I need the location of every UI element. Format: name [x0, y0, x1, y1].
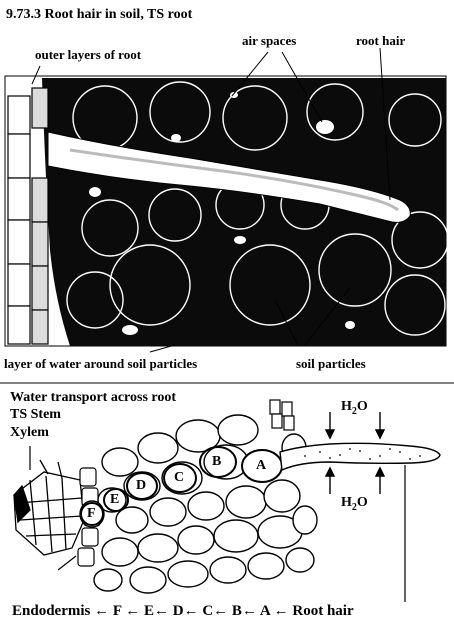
- pathway-a: A: [259, 603, 270, 619]
- pathway-row: Endodermis ← F ← E← D← C← B← A ← Root ha…: [12, 604, 354, 619]
- pathway-f: F: [112, 603, 122, 619]
- root-hair-micrograph: [47, 131, 411, 223]
- label-h2o-bottom: H2O: [341, 495, 368, 513]
- label-soil-particles: soil particles: [296, 356, 366, 371]
- label-xylem: Xylem: [10, 425, 49, 440]
- cell-letter-b: B: [212, 454, 222, 469]
- label-air-spaces: air spaces: [242, 33, 297, 48]
- cell-f: [80, 502, 104, 526]
- cell-letter-d: D: [136, 478, 147, 493]
- figure-title: 9.73.3 Root hair in soil, TS root: [6, 7, 193, 22]
- label-water-layer: layer of water around soil particles: [4, 356, 198, 371]
- cell-letter-f: F: [87, 506, 96, 521]
- cortex-cells: [79, 414, 318, 594]
- root-hair-stipple: [304, 448, 421, 460]
- label-root-hair-top: root hair: [356, 33, 406, 48]
- arrow-glyph: ←: [125, 603, 141, 619]
- arrow-glyph: ←: [153, 603, 169, 619]
- cell-letter-a: A: [256, 458, 267, 473]
- arrow-glyph: ←: [273, 603, 289, 619]
- label-outer-layers: outer layers of root: [35, 47, 142, 62]
- label-h2o-top: H2O: [341, 399, 368, 417]
- cell-d: [126, 472, 158, 500]
- cell-letter-c: C: [174, 470, 185, 485]
- soil-micrograph: [4, 75, 449, 347]
- cell-c: [163, 463, 197, 493]
- arrow-glyph: ←: [94, 603, 110, 619]
- pathway-root-hair: Root hair: [292, 603, 354, 619]
- outer-root-layers: [7, 87, 49, 345]
- root-hair-cell: [279, 442, 441, 472]
- pathway-d: D: [172, 603, 184, 619]
- water-arrows: [324, 412, 386, 494]
- root-cross-section: [13, 399, 441, 594]
- arrow-glyph: ←: [213, 603, 229, 619]
- pathway-c: C: [202, 603, 214, 619]
- pathway-b: B: [231, 603, 242, 619]
- pathway-cells: [80, 446, 283, 526]
- epidermis-strip: [269, 399, 295, 431]
- air-spaces: [89, 92, 359, 335]
- arrow-glyph: ←: [241, 603, 257, 619]
- cell-e: [103, 488, 129, 512]
- bottom-leader-lines: [29, 446, 406, 602]
- label-ts-stem: TS Stem: [10, 407, 61, 422]
- pathway-e: E: [143, 603, 154, 619]
- top-leader-lines: [31, 47, 391, 353]
- cell-b: [199, 446, 237, 478]
- label-water-transport: Water transport across root: [10, 390, 177, 405]
- cell-letter-e: E: [110, 492, 120, 507]
- xylem-block: [13, 459, 85, 556]
- arrow-glyph: ←: [183, 603, 199, 619]
- pathway-endodermis: Endodermis: [12, 603, 91, 619]
